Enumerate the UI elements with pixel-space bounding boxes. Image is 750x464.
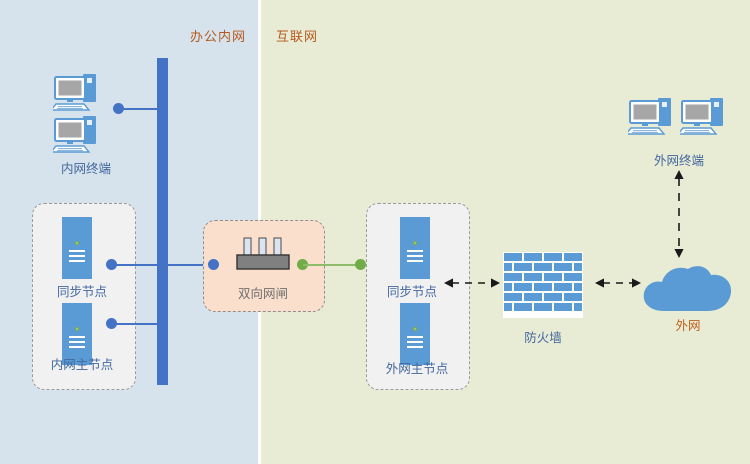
node-label-intranet-master-node: 内网主节点 <box>50 357 114 372</box>
network-backbone-bar <box>157 58 168 385</box>
connector-dot-terminal <box>113 103 124 114</box>
node-label-firewall: 防火墙 <box>524 330 562 345</box>
desktop-computer-icon <box>676 96 728 138</box>
brick-wall-icon <box>503 252 583 318</box>
connector-dot-intranet-master <box>106 318 117 329</box>
node-label-intranet-terminal: 内网终端 <box>60 161 112 176</box>
wire-terminal-to-backbone <box>118 108 163 110</box>
desktop-computer-icon <box>49 72 101 114</box>
arrow-cloud-to-external-terminal <box>672 168 686 264</box>
zone-label-internet: 互联网 <box>276 30 319 45</box>
zone-label-office-intranet: 办公内网 <box>190 30 247 45</box>
server-icon <box>62 303 92 365</box>
cloud-icon <box>640 263 736 317</box>
connector-dot-intranet-sync <box>106 259 117 270</box>
connector-dot-internet-group <box>355 259 366 270</box>
node-label-internet-sync-node: 同步节点 <box>386 284 438 299</box>
node-label-intranet-sync-node: 同步节点 <box>56 284 108 299</box>
server-icon <box>62 217 92 279</box>
server-icon <box>400 217 430 279</box>
server-icon <box>400 303 430 365</box>
connector-dot-gateway-out <box>297 259 308 270</box>
arrow-firewall-to-cloud <box>593 275 643 294</box>
network-gateway-icon <box>236 236 290 272</box>
desktop-computer-icon <box>49 114 101 156</box>
zone-internet <box>261 0 750 464</box>
node-label-internet-master-node: 外网主节点 <box>385 361 449 376</box>
node-label-external-cloud: 外网 <box>675 318 701 333</box>
connector-dot-gateway-in <box>208 259 219 270</box>
desktop-computer-icon <box>624 96 676 138</box>
wire-master-to-backbone <box>112 323 162 325</box>
wire-gateway-to-internet-group <box>303 264 361 266</box>
wire-sync-to-gateway <box>112 264 212 266</box>
arrow-group-to-firewall <box>442 275 502 294</box>
node-label-external-terminal: 外网终端 <box>653 153 705 168</box>
node-label-gateway: 双向网闸 <box>237 286 289 301</box>
